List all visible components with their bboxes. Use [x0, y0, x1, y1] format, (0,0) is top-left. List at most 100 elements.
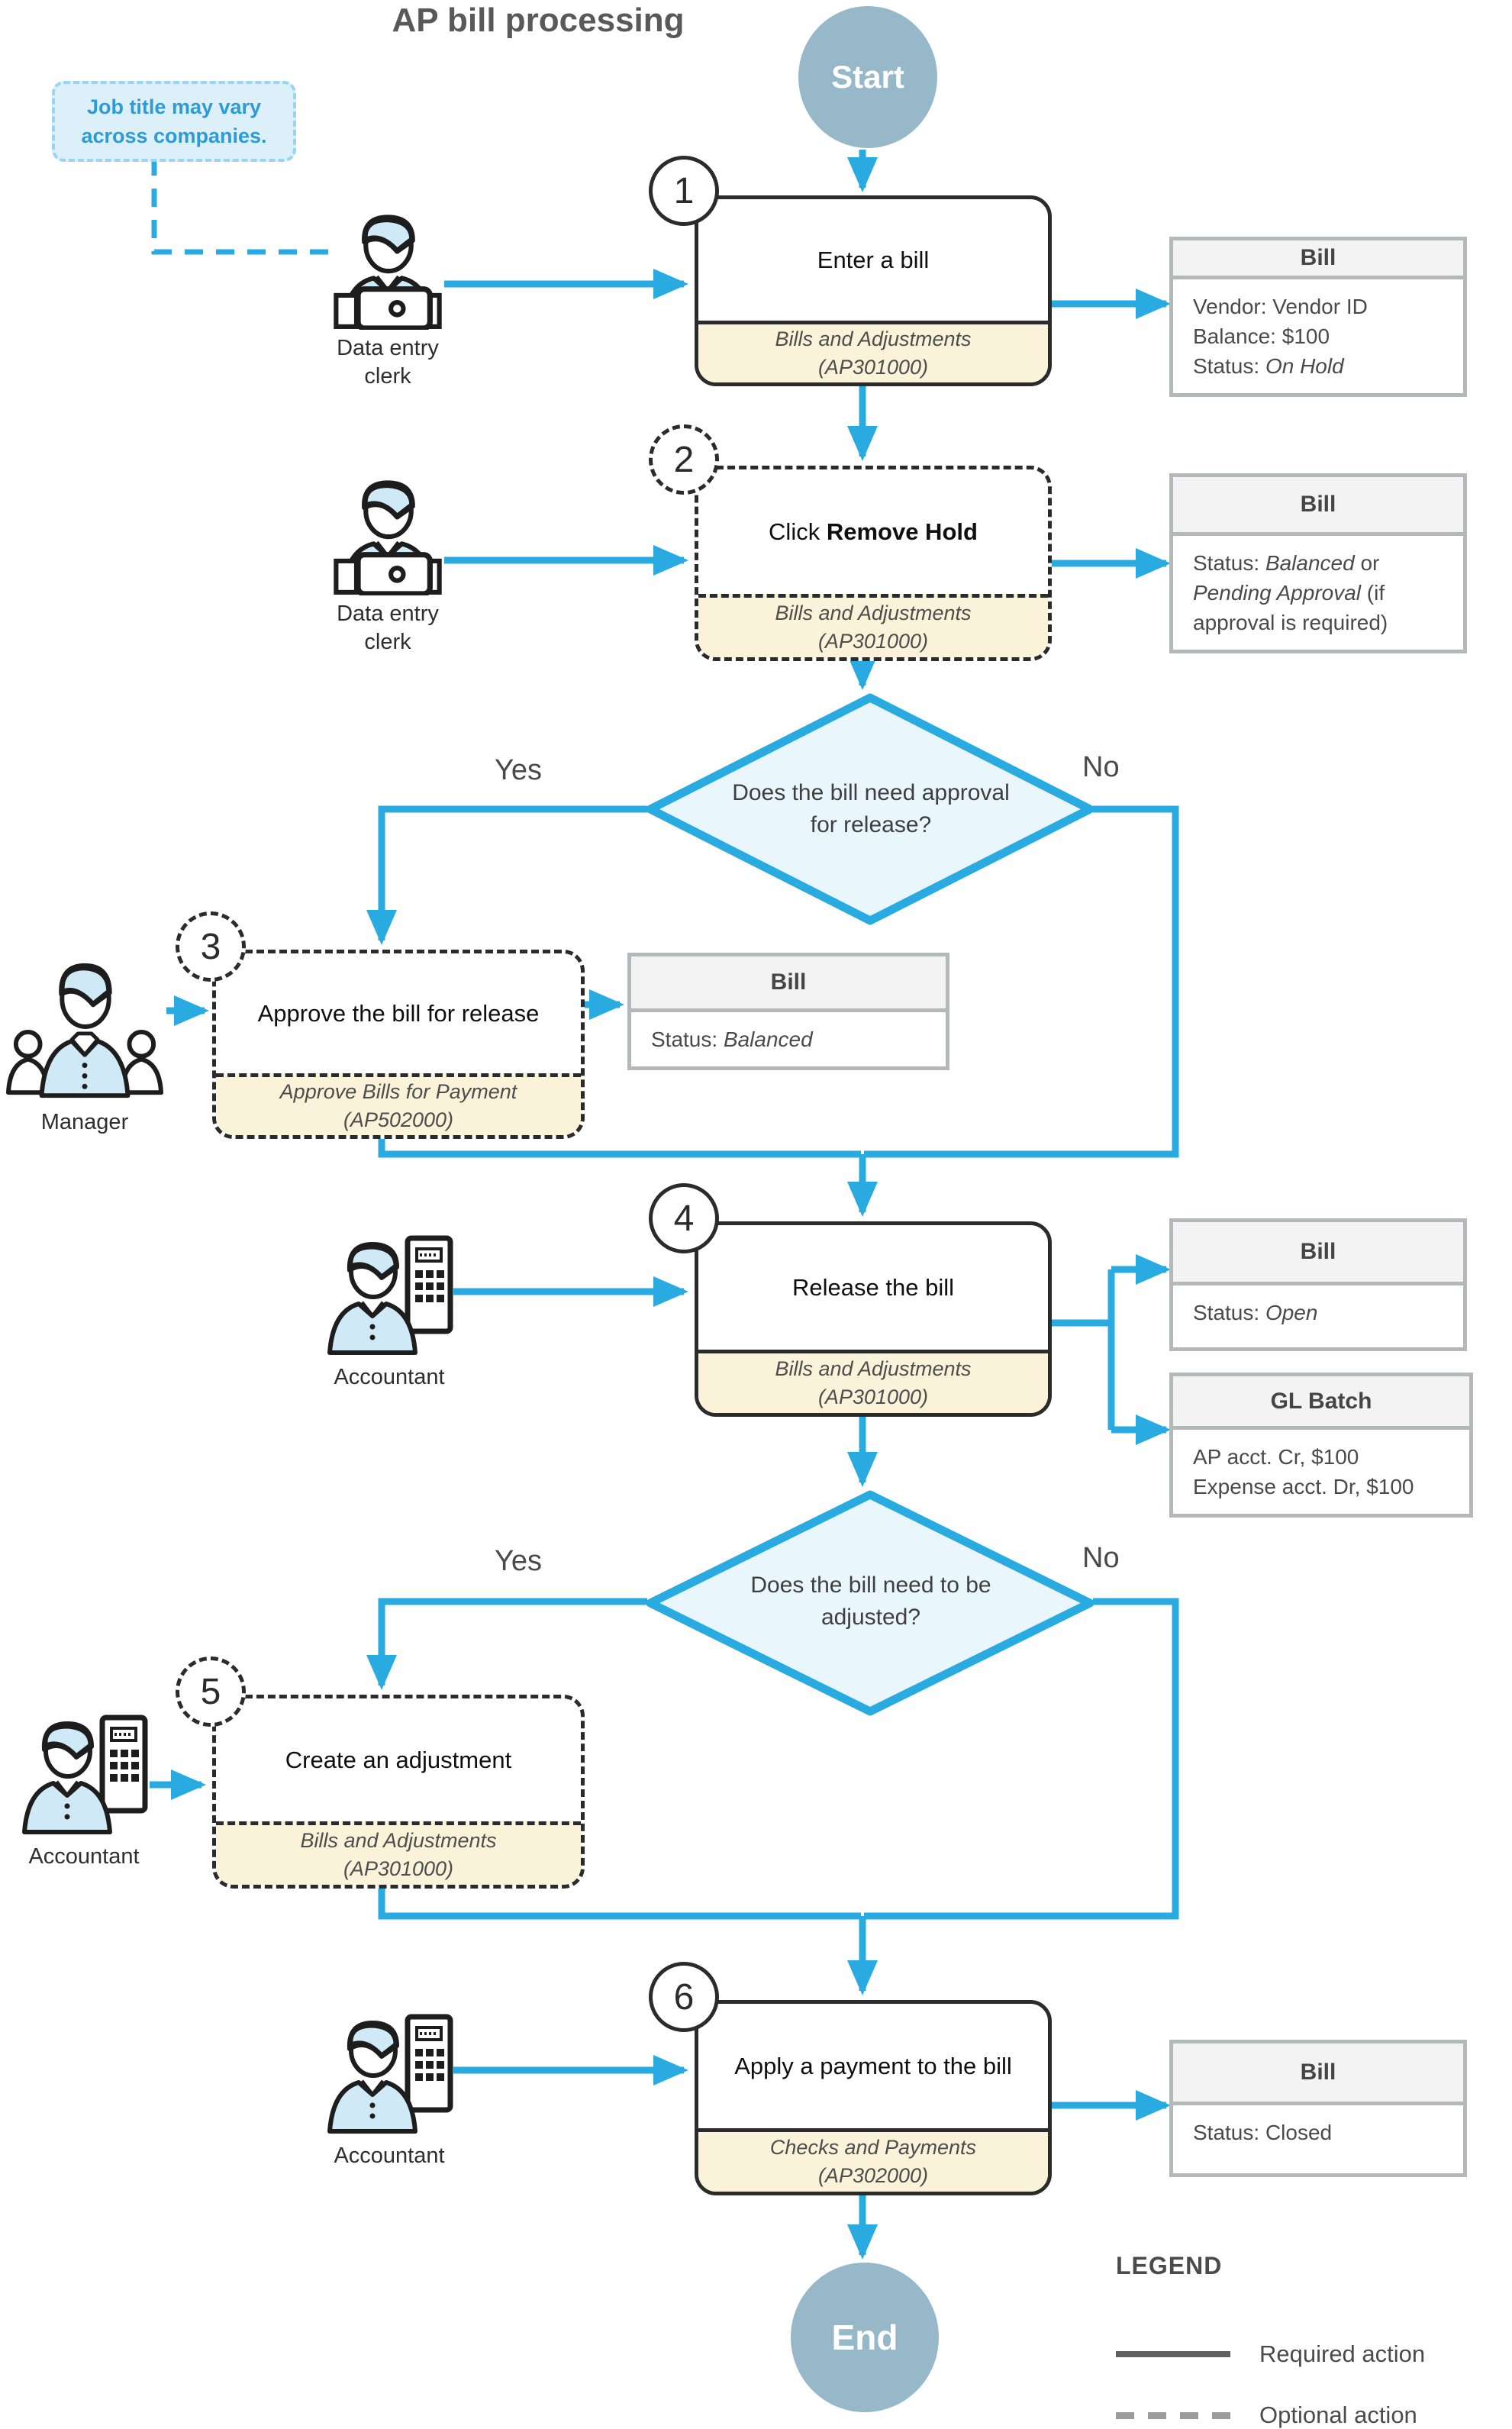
step2-screen-name: Bills and Adjustments — [775, 602, 972, 624]
actor-label: Accountant — [334, 1365, 445, 1389]
decision1-diamond — [646, 693, 1095, 929]
connector-decision1-yes — [366, 805, 647, 945]
bill3-title: Bill — [631, 956, 946, 1012]
connector-note-clerk — [151, 157, 340, 255]
note-line-2: across companies. — [81, 124, 267, 147]
step6-box: Apply a payment to the bill Checks and P… — [695, 2000, 1052, 2195]
step5-title: Create an adjustment — [285, 1746, 512, 1773]
gl-batch-body: AP acct. Cr, $100 Expense acct. Dr, $100 — [1173, 1430, 1469, 1514]
person-calculator-icon — [327, 1235, 453, 1355]
step4-title: Release the bill — [792, 1273, 954, 1301]
decision2-line-2: adjusted? — [820, 1605, 921, 1630]
step5-number: 5 — [176, 1656, 246, 1727]
person-laptop-icon — [334, 480, 442, 595]
actor-data-entry-clerk-1: Data entry clerk — [319, 205, 456, 391]
step1-box: Enter a bill Bills and Adjustments (AP30… — [695, 195, 1052, 386]
step3-screen: Approve Bills for Payment (AP502000) — [216, 1073, 581, 1135]
step6-number-label: 6 — [673, 1976, 695, 2018]
step1-screen-name: Bills and Adjustments — [775, 327, 972, 350]
bill1-row-balance: Balance: $100 — [1193, 324, 1330, 348]
step1-number: 1 — [649, 156, 719, 226]
manager-icon — [5, 963, 164, 1098]
bill4-title: Bill — [1173, 1222, 1463, 1285]
bill6-title: Bill — [1173, 2044, 1463, 2105]
step1-title: Enter a bill — [817, 246, 930, 273]
bill4-row-status: Status: Open — [1193, 1301, 1318, 1324]
connector-decision2-yes — [366, 1598, 647, 1690]
gl-batch-card: GL Batch AP acct. Cr, $100 Expense acct.… — [1169, 1373, 1473, 1518]
step2-box: Click Remove Hold Bills and Adjustments … — [695, 466, 1052, 661]
step2-number-label: 2 — [673, 439, 695, 480]
decision2-diamond — [646, 1490, 1095, 1720]
bill4-card: Bill Status: Open — [1169, 1218, 1467, 1351]
end-terminator: End — [791, 2263, 939, 2412]
bill3-row-status: Status: Balanced — [651, 1027, 813, 1051]
person-calculator-icon — [327, 2014, 453, 2134]
step4-number-label: 4 — [673, 1198, 695, 1239]
gl-batch-row-expense: Expense acct. Dr, $100 — [1193, 1475, 1414, 1498]
bill6-card: Bill Status: Closed — [1169, 2040, 1467, 2177]
step2-title: Click Remove Hold — [769, 518, 978, 545]
bill1-card: Bill Vendor: Vendor ID Balance: $100 Sta… — [1169, 237, 1467, 397]
bill6-body: Status: Closed — [1173, 2105, 1463, 2173]
connector-decision1-no — [864, 805, 1179, 1158]
actor-label: Accountant — [28, 1844, 140, 1869]
note-line-1: Job title may vary — [86, 95, 262, 118]
legend-required-label: Required action — [1259, 2340, 1426, 2367]
end-label: End — [831, 2318, 898, 2357]
gl-batch-row-ap: AP acct. Cr, $100 — [1193, 1445, 1359, 1469]
diagram-title: AP bill processing — [392, 2, 685, 39]
step2-number: 2 — [649, 424, 719, 495]
actor-label: Data entry clerk — [337, 602, 439, 654]
start-label: Start — [831, 59, 904, 95]
step4-screen: Bills and Adjustments (AP301000) — [698, 1350, 1048, 1413]
annotation-note: Job title may vary across companies. — [52, 81, 296, 162]
actor-accountant-4: Accountant — [321, 1227, 458, 1392]
step6-screen-name: Checks and Payments — [769, 2136, 977, 2159]
connector-decision2-no — [864, 1598, 1179, 1920]
step5-screen-id: (AP301000) — [343, 1857, 454, 1880]
decision2-line-1: Does the bill need to be — [750, 1573, 991, 1598]
step1-screen-id: (AP301000) — [817, 356, 929, 379]
bill1-row-status: Status: On Hold — [1193, 354, 1344, 378]
decision1-no-label: No — [1082, 751, 1120, 783]
step4-number: 4 — [649, 1183, 719, 1253]
bill2-card: Bill Status: Balanced or Pending Approva… — [1169, 473, 1467, 653]
decision2-question: Does the bill need to be adjusted? — [692, 1527, 1050, 1676]
step6-screen-id: (AP302000) — [817, 2164, 929, 2187]
bill2-body: Status: Balanced or Pending Approval (if… — [1193, 551, 1388, 634]
step3-number-label: 3 — [200, 926, 221, 967]
legend-optional-label: Optional action — [1259, 2402, 1417, 2428]
start-terminator: Start — [798, 6, 937, 148]
bill3-card: Bill Status: Balanced — [627, 953, 949, 1070]
connector-step5-merge — [378, 1881, 861, 1920]
decision2-no-label: No — [1082, 1542, 1120, 1574]
step3-number: 3 — [176, 911, 246, 982]
bill3-body: Status: Balanced — [631, 1012, 946, 1066]
step6-screen: Checks and Payments (AP302000) — [698, 2128, 1048, 2192]
bill4-body: Status: Open — [1173, 1285, 1463, 1347]
gl-batch-title: GL Batch — [1173, 1376, 1469, 1430]
step3-title: Approve the bill for release — [257, 999, 540, 1027]
step4-screen-id: (AP301000) — [817, 1385, 929, 1408]
person-calculator-icon — [22, 1714, 148, 1834]
actor-accountant-5: Accountant — [15, 1707, 153, 1871]
step3-box: Approve the bill for release Approve Bil… — [212, 950, 585, 1139]
step1-number-label: 1 — [673, 170, 695, 211]
bill2-title: Bill — [1173, 477, 1463, 536]
actor-accountant-6: Accountant — [321, 2006, 458, 2170]
decision2-yes-label: Yes — [495, 1545, 542, 1577]
step4-box: Release the bill Bills and Adjustments (… — [695, 1221, 1052, 1417]
decision1-question: Does the bill need approval for release? — [692, 733, 1050, 885]
bill1-title: Bill — [1173, 240, 1463, 279]
actor-data-entry-clerk-2: Data entry clerk — [319, 470, 456, 656]
bill1-body: Vendor: Vendor ID Balance: $100 Status: … — [1173, 279, 1463, 393]
step4-screen-name: Bills and Adjustments — [775, 1357, 972, 1380]
actor-label: Accountant — [334, 2144, 445, 2168]
person-laptop-icon — [334, 215, 442, 330]
actor-label: Manager — [40, 1110, 129, 1134]
step5-screen: Bills and Adjustments (AP301000) — [216, 1821, 581, 1885]
step5-box: Create an adjustment Bills and Adjustmen… — [212, 1695, 585, 1889]
